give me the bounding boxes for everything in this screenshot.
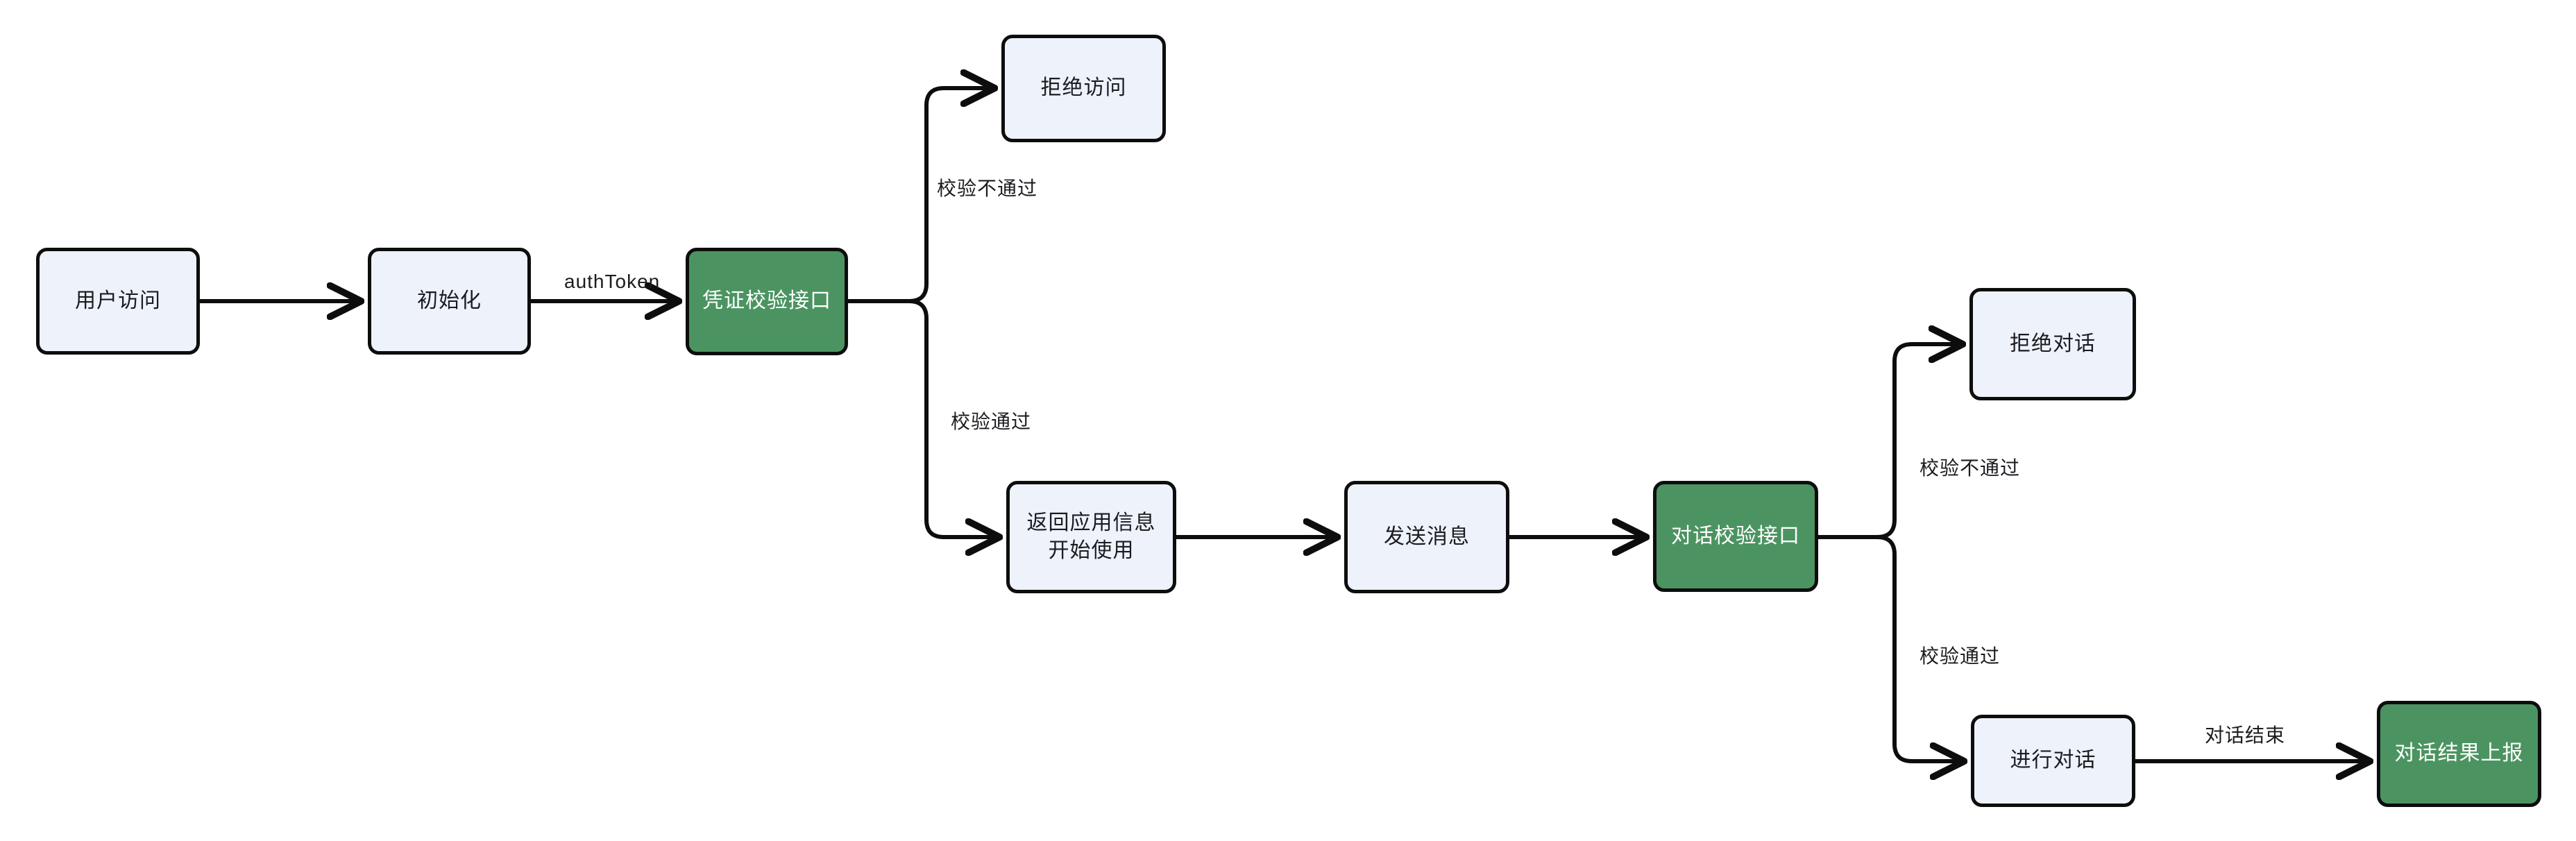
node-return-app-info[interactable]: 返回应用信息 开始使用: [1006, 481, 1176, 593]
node-report-result[interactable]: 对话结果上报: [2377, 701, 2541, 807]
node-deny-access[interactable]: 拒绝访问: [1001, 35, 1166, 142]
edge-label-dialog-end: 对话结束: [2205, 724, 2286, 746]
node-do-dialog[interactable]: 进行对话: [1971, 715, 2135, 807]
edge-label-dialog-pass: 校验通过: [1920, 645, 2001, 667]
edge-label-dialog-fail: 校验不通过: [1920, 457, 2021, 479]
edge-label-credential-fail: 校验不通过: [937, 178, 1038, 199]
node-credential-api[interactable]: 凭证校验接口: [686, 248, 848, 355]
node-dialog-check-api[interactable]: 对话校验接口: [1653, 481, 1818, 592]
node-send-message[interactable]: 发送消息: [1344, 481, 1509, 593]
edge-label-credential-pass: 校验通过: [951, 411, 1032, 432]
node-user-access[interactable]: 用户访问: [36, 248, 200, 355]
edge-credential-api-to-return-app-info: [848, 299, 997, 537]
edge-dialog-check-api-to-do-dialog: [1818, 535, 1961, 761]
node-init[interactable]: 初始化: [368, 248, 531, 355]
edge-dialog-check-api-to-deny-dialog: [1818, 344, 1960, 539]
edge-label-authtoken: authToken: [564, 271, 661, 292]
node-deny-dialog[interactable]: 拒绝对话: [1969, 288, 2136, 400]
